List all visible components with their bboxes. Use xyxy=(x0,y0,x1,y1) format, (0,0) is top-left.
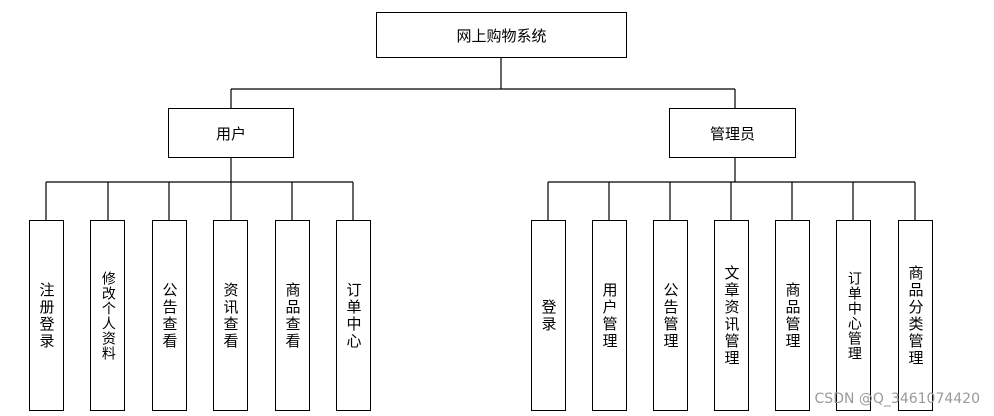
leaf-label: 文章资讯管理 xyxy=(722,264,741,367)
admin-leaf-category-management: 商品分类管理 xyxy=(898,220,933,411)
csdn-watermark: CSDN @Q_3461074420 xyxy=(814,391,980,407)
leaf-label: 商品管理 xyxy=(783,281,802,350)
admin-label: 管理员 xyxy=(709,124,755,143)
leaf-label: 用户管理 xyxy=(600,281,619,350)
user-label: 用户 xyxy=(215,124,246,143)
leaf-label: 订单中心 xyxy=(344,281,363,350)
leaf-label: 登录 xyxy=(539,298,558,333)
admin-leaf-product-management: 商品管理 xyxy=(775,220,810,411)
root-node: 网上购物系统 xyxy=(376,12,627,58)
admin-leaf-login: 登录 xyxy=(531,220,566,411)
admin-leaf-order-center-management: 订单中心管理 xyxy=(836,220,871,411)
leaf-label: 公告管理 xyxy=(661,281,680,350)
user-leaf-order-center: 订单中心 xyxy=(336,220,371,411)
user-leaf-news-view: 资讯查看 xyxy=(213,220,248,411)
leaf-label: 资讯查看 xyxy=(221,281,240,350)
user-leaf-register-login: 注册登录 xyxy=(29,220,64,411)
admin-leaf-article-news-management: 文章资讯管理 xyxy=(714,220,749,411)
leaf-label: 商品分类管理 xyxy=(906,264,925,367)
user-node: 用户 xyxy=(168,108,294,158)
leaf-label: 修改个人资料 xyxy=(99,270,116,361)
root-label: 网上购物系统 xyxy=(456,26,547,45)
leaf-label: 订单中心管理 xyxy=(845,270,862,361)
user-leaf-edit-profile: 修改个人资料 xyxy=(90,220,125,411)
admin-leaf-user-management: 用户管理 xyxy=(592,220,627,411)
admin-node: 管理员 xyxy=(669,108,796,158)
leaf-label: 商品查看 xyxy=(283,281,302,350)
user-leaf-product-view: 商品查看 xyxy=(275,220,310,411)
leaf-label: 公告查看 xyxy=(160,281,179,350)
admin-leaf-notice-management: 公告管理 xyxy=(653,220,688,411)
leaf-label: 注册登录 xyxy=(37,281,56,350)
user-leaf-notice-view: 公告查看 xyxy=(152,220,187,411)
